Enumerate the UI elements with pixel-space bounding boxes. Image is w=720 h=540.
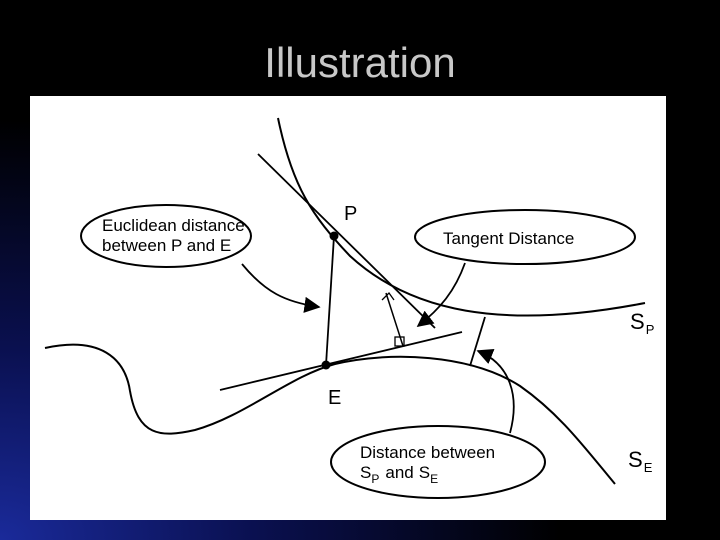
euclidean-arrow xyxy=(241,263,321,313)
between-arrow xyxy=(476,348,515,434)
diagram-svg: P E Euclidean distance between P and E T… xyxy=(44,117,654,499)
diagram-figure: P E Euclidean distance between P and E T… xyxy=(30,96,666,520)
surface-e-label: SE xyxy=(628,447,653,475)
tangent-label: Tangent Distance xyxy=(443,229,574,248)
tangent-callout xyxy=(414,209,636,265)
slide-title: Illustration xyxy=(264,39,456,86)
surface-distance-segment xyxy=(469,316,486,367)
surface-p-curve xyxy=(277,117,646,317)
euclidean-callout xyxy=(80,204,252,268)
right-angle-marker-bottom xyxy=(394,336,405,347)
surface-e-curve xyxy=(44,343,616,485)
point-p-label: P xyxy=(344,203,357,225)
between-callout xyxy=(330,425,546,499)
point-e-label: E xyxy=(328,387,341,409)
point-e-dot xyxy=(321,360,331,370)
point-p-dot xyxy=(329,231,339,241)
euclidean-label-line1: Euclidean distance xyxy=(102,216,245,235)
between-label-line1: Distance between xyxy=(360,443,495,462)
tangent-arrow xyxy=(416,262,466,327)
right-angle-marker-top xyxy=(381,291,395,301)
surface-p-label: SP xyxy=(630,309,654,337)
euclidean-label-line2: between P and E xyxy=(102,236,231,255)
tangent-line-p xyxy=(257,153,436,329)
tangent-line-e xyxy=(219,331,463,391)
euclidean-segment xyxy=(325,235,335,366)
